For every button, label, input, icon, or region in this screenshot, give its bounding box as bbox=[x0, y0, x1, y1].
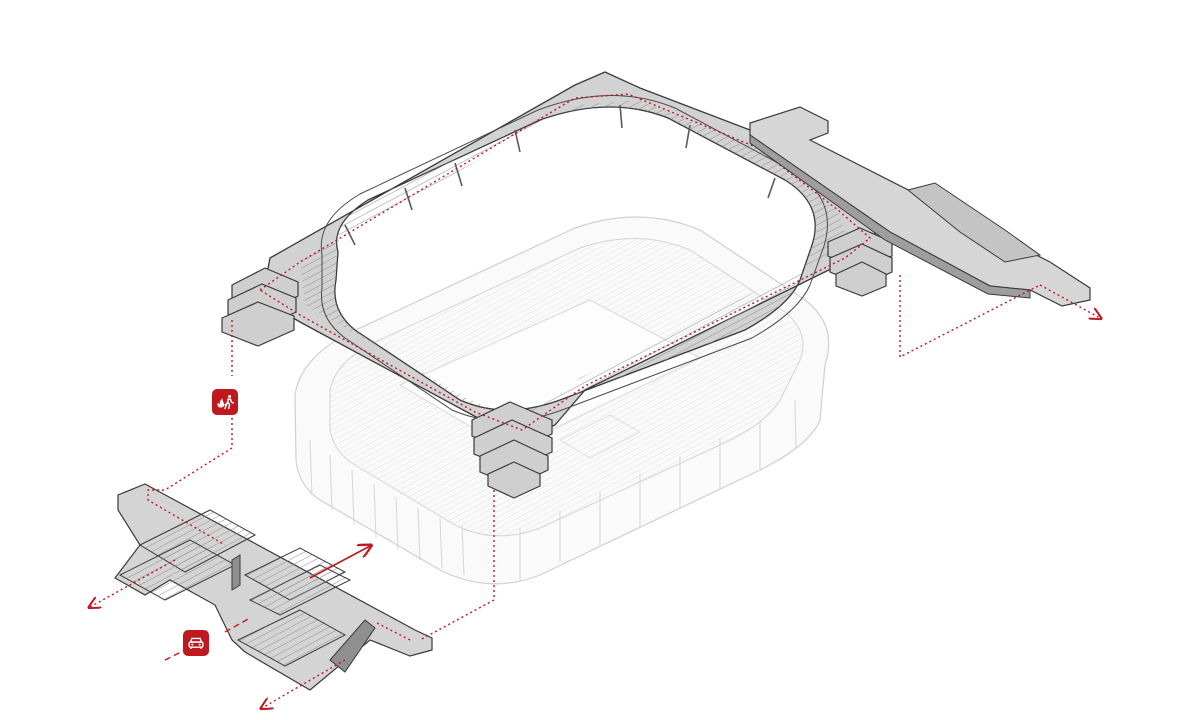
circulation-routes bbox=[90, 275, 1100, 708]
concourse-route bbox=[258, 93, 872, 431]
car-route bbox=[164, 617, 251, 661]
stair-core-south bbox=[471, 401, 553, 499]
route-arrow-south bbox=[262, 659, 346, 708]
fire-exit-badge bbox=[212, 389, 238, 415]
car-icon bbox=[188, 637, 204, 649]
stair-core-east bbox=[827, 227, 893, 297]
route-arrow-west bbox=[90, 559, 176, 607]
stair-core-west bbox=[221, 267, 299, 347]
route-arrow-east bbox=[1039, 284, 1100, 318]
route-arrow-northeast bbox=[309, 546, 370, 579]
car-parking-badge bbox=[183, 630, 209, 656]
fire-exit-icon bbox=[217, 395, 234, 410]
platform-east bbox=[749, 106, 1091, 307]
plaza-structure-west bbox=[114, 483, 433, 691]
